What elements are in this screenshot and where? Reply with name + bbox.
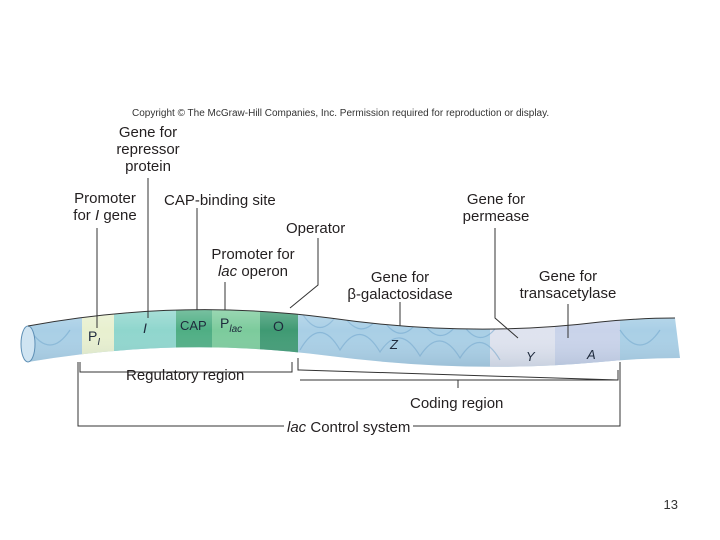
label-promoter-lac: Promoter for lac operon xyxy=(204,246,302,280)
segment-plac: Plac xyxy=(220,315,242,335)
dna-tube xyxy=(28,309,680,367)
label-line: lac operon xyxy=(204,263,302,280)
label-word: operon xyxy=(241,263,289,280)
dna-end-cap xyxy=(20,325,36,363)
label-word-italic: lac xyxy=(217,263,238,280)
dna-top-edge xyxy=(27,309,676,330)
label-line: Promoter for xyxy=(211,246,295,263)
label-line: protein xyxy=(125,158,171,175)
label-line: Promoter xyxy=(74,190,136,207)
segment-plac-sub: lac xyxy=(229,323,243,335)
label-line: for I gene xyxy=(68,207,142,224)
label-gene-repressor: Gene for repressor protein xyxy=(110,124,186,175)
label-control-system: lac Control system xyxy=(284,419,414,436)
segment-pi-sub: I xyxy=(97,336,101,348)
segment-z: Z xyxy=(390,337,398,352)
label-operator: Operator xyxy=(286,220,346,237)
label-word-italic: I xyxy=(94,207,100,224)
label-coding-region: Coding region xyxy=(410,395,504,412)
label-line: Gene for xyxy=(370,269,430,286)
segment-a: A xyxy=(587,347,596,362)
label-control-rest: Control system xyxy=(306,419,411,436)
leader-lines xyxy=(96,178,569,339)
label-line: Gene for xyxy=(118,124,178,141)
label-word: gene xyxy=(103,207,137,224)
label-control-italic: lac xyxy=(287,419,307,436)
copyright-notice: Copyright © The McGraw-Hill Companies, I… xyxy=(132,108,550,119)
label-line: transacetylase xyxy=(519,285,617,302)
page-number: 13 xyxy=(663,497,678,512)
segment-pi-main: P xyxy=(88,328,98,344)
segment-o: O xyxy=(273,318,284,334)
label-line: repressor xyxy=(116,141,180,158)
label-line: β-galactosidase xyxy=(347,286,453,303)
dna-shading xyxy=(28,309,680,367)
label-line: Gene for xyxy=(538,268,598,285)
segment-y: Y xyxy=(526,349,535,364)
label-promoter-i: Promoter for I gene xyxy=(68,190,142,224)
label-regulatory-region: Regulatory region xyxy=(126,367,245,384)
label-gene-transacetylase: Gene for transacetylase xyxy=(512,268,624,302)
label-gene-permease: Gene for permease xyxy=(456,191,536,225)
bracket-coding-upper xyxy=(297,358,619,381)
segment-i: I xyxy=(143,320,147,336)
segment-plac-main: P xyxy=(220,315,230,331)
leader-operator xyxy=(289,238,319,309)
bracket-regulatory xyxy=(79,362,293,373)
label-gene-galactosidase: Gene for β-galactosidase xyxy=(340,269,460,303)
segment-cap: CAP xyxy=(180,318,207,333)
label-line: Gene for xyxy=(466,191,526,208)
leader-y xyxy=(494,228,519,339)
segment-pi: PI xyxy=(88,328,100,348)
label-cap-site: CAP-binding site xyxy=(164,192,276,209)
label-line: permease xyxy=(462,208,530,225)
label-word: for xyxy=(73,207,91,224)
